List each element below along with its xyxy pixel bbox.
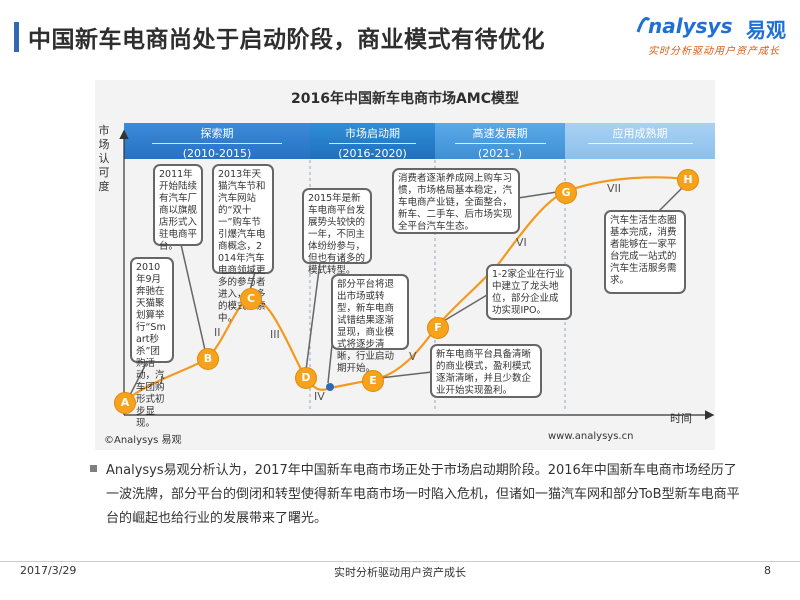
stage-divider xyxy=(587,143,693,144)
callout-leader xyxy=(657,185,685,213)
page-number: 8 xyxy=(764,564,771,577)
callout-leader xyxy=(517,191,558,199)
node-h: H xyxy=(677,169,699,191)
stage-divider xyxy=(328,143,417,144)
logo-slogan: 实时分析驱动用户资产成长 xyxy=(648,46,780,57)
footer-divider xyxy=(0,561,800,562)
phase-label-2: II xyxy=(214,326,221,339)
node-c: C xyxy=(240,288,262,310)
stage-period: (2021- ) xyxy=(477,147,523,160)
callout-2011: 2011年开始陆续有汽车厂商以旗舰店形式入驻电商平台。 xyxy=(153,164,203,252)
stage-name: 市场启动期 xyxy=(345,127,400,140)
logo-brand: nalysys xyxy=(648,14,733,38)
phase-label-4: IV xyxy=(314,390,325,403)
stage-exploration: 探索期 (2010-2015) xyxy=(124,123,310,160)
stage-name: 高速发展期 xyxy=(472,127,528,140)
diagram-website: www.analysys.cn xyxy=(548,431,634,442)
callout-launch-stage: 部分平台将退出市场或转型，新车电商试错结果逐渐显现，商业模式将逐步清晰，行业启动… xyxy=(331,274,409,374)
node-f: F xyxy=(427,317,449,339)
callout-leaders xyxy=(129,185,685,396)
node-d: D xyxy=(295,367,317,389)
x-axis-label: 时间 xyxy=(670,412,692,425)
callout-2010: 2010年9月奔驰在天猫聚划算举行“Smart秒杀”团购活动，汽车团购形式初步显… xyxy=(130,257,174,429)
callout-leader xyxy=(179,239,206,351)
callout-leader xyxy=(327,344,333,384)
diagram-copyright: ©Analysys 易观 xyxy=(104,435,182,446)
node-b: B xyxy=(197,348,219,370)
logo-swoosh-icon xyxy=(636,17,650,33)
logo-brand-cn: 易观 xyxy=(746,18,786,42)
analysis-paragraph: Analysys易观分析认为，2017年中国新车电商市场正处于市场启动期阶段。2… xyxy=(106,463,740,526)
callout-leader xyxy=(249,271,256,291)
callout-leader xyxy=(379,371,433,379)
callout-leader xyxy=(305,261,321,371)
footer-slogan: 实时分析驱动用户资产成长 xyxy=(334,566,466,579)
y-axis-label: 市场认可度 xyxy=(98,124,110,193)
callout-ipo: 1-2家企业在行业中建立了龙头地位，部分企业成功实现IPO。 xyxy=(486,264,572,320)
analysys-logo: nalysys 易观 实时分析驱动用户资产成长 xyxy=(636,12,786,62)
callout-2013: 2013年天猫汽车节和汽车网站的“双十一”购车节引爆汽车电商概念，2014年汽车… xyxy=(212,164,274,324)
callout-2015: 2015年是新车电商平台发展势头较快的一年，不同主体纷纷参与，但也有诸多的模式转… xyxy=(302,188,372,276)
stage-period: (2016-2020) xyxy=(338,147,407,160)
node-a: A xyxy=(114,392,136,414)
phase-label-5: V xyxy=(409,350,417,363)
stage-divider xyxy=(151,143,283,144)
footer-date: 2017/3/29 xyxy=(20,564,77,577)
stage-name: 应用成熟期 xyxy=(612,127,668,140)
node-e: E xyxy=(362,370,384,392)
callout-leader xyxy=(129,359,149,396)
stage-rapid-growth: 高速发展期 (2021- ) xyxy=(435,123,565,160)
stage-name: 探索期 xyxy=(200,127,234,140)
stage-period: (2010-2015) xyxy=(182,147,252,160)
node-g: G xyxy=(555,182,577,204)
phase-label-1: I xyxy=(160,374,164,387)
stage-maturity: 应用成熟期 xyxy=(565,123,715,159)
phase-label-7: VII xyxy=(607,182,622,195)
callout-ecosystem: 汽车生活生态圈基本完成，消费者能够在一家平台完成一站式的汽车生活服务需求。 xyxy=(604,210,686,294)
callout-consumer-habit: 消费者逐渐养成网上购车习惯，市场格局基本稳定，汽车电商产业链，全面整合，新车、二… xyxy=(392,168,520,234)
stage-market-launch: 市场启动期 (2016-2020) xyxy=(310,123,435,160)
bullet-square-icon xyxy=(90,465,97,472)
stage-divider xyxy=(454,143,546,144)
page-title: 中国新车电商尚处于启动阶段，商业模式有待优化 xyxy=(28,27,545,53)
phase-label-6: VI xyxy=(516,236,527,249)
curve-low-point xyxy=(326,383,334,391)
title-accent-bar xyxy=(14,22,19,52)
diagram-title: 2016年中国新车电商市场AMC模型 xyxy=(290,91,519,107)
callout-profit: 新车电商平台具备清晰的商业模式，盈利模式逐渐清晰，并且少数企业开始实现盈利。 xyxy=(430,344,542,398)
phase-label-3: III xyxy=(270,328,280,341)
callout-leader xyxy=(441,294,488,323)
